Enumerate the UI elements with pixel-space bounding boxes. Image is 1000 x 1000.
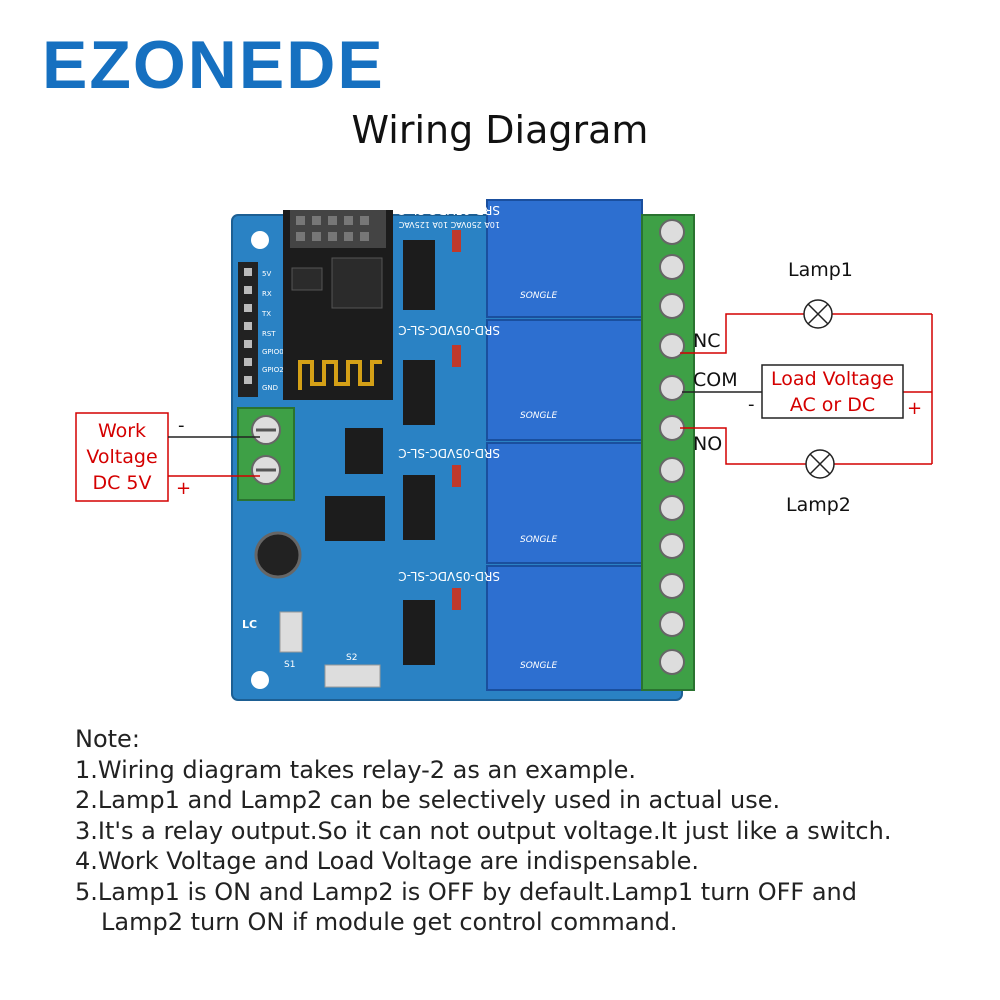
note-item: 4.Work Voltage and Load Voltage are indi… [75, 847, 700, 875]
load-voltage-label: Load Voltage AC or DC [762, 366, 903, 418]
output-screws [659, 219, 685, 675]
jumper [345, 428, 383, 474]
flash-chip [291, 267, 323, 291]
lamp1-label: Lamp1 [788, 259, 853, 281]
terminal-com-label: COM [693, 369, 738, 391]
silk-lc: LC [242, 618, 257, 631]
relay-1 [486, 199, 643, 318]
note-item: 1.Wiring diagram takes relay-2 as an exa… [75, 755, 636, 784]
load-voltage-box [761, 364, 904, 419]
relays [486, 199, 643, 691]
pin-label: GPIO0 [262, 348, 284, 356]
relay-4 [486, 565, 643, 691]
lamp2-icon [805, 449, 835, 479]
relay-model: SRD-05VDC-SL-C [398, 203, 500, 217]
pcb-antenna [298, 360, 382, 390]
header-pins [244, 268, 252, 384]
relay-rating: 10A 250VAC 10A 125VAC [398, 220, 500, 229]
load-voltage-line: AC or DC [789, 394, 876, 416]
load-minus-sign: - [748, 394, 755, 415]
note-item: 5.Lamp1 is ON and Lamp2 is OFF by defaul… [75, 877, 857, 906]
pin-label: RX [262, 290, 272, 298]
diodes [452, 230, 461, 610]
brand-logo: EZONEDE [42, 28, 385, 102]
load-voltage-line: Load Voltage [771, 368, 894, 390]
relay-brand: SONGLE [520, 291, 558, 301]
terminal-nc-label: NC [693, 330, 721, 352]
work-voltage-line: Work [97, 420, 147, 442]
work-minus-sign: - [178, 415, 185, 436]
relay-brand: SONGLE [520, 535, 558, 545]
notes-heading: Note: [75, 725, 140, 753]
note-item-continuation: Lamp2 turn ON if module get control comm… [101, 908, 678, 936]
relay-brand: SONGLE [520, 661, 558, 671]
esp-chip [331, 257, 383, 309]
work-plus-sign: + [176, 478, 191, 499]
pin-label: RST [262, 330, 276, 338]
pin-label: GPIO2 [262, 366, 284, 374]
button-s1 [279, 611, 303, 653]
note-item: 2.Lamp1 and Lamp2 can be selectively use… [75, 786, 781, 814]
wiring-diagram: 5V RX TX RST GPIO0 GPIO2 GND S1 S2 LC [75, 199, 933, 701]
work-voltage-line: Voltage [86, 446, 158, 468]
relay-model: SRD-05VDC-SL-C [398, 569, 500, 583]
notes-section: Note: 1.Wiring diagram takes relay-2 as … [75, 724, 975, 938]
relay-model: SRD-05VDC-SL-C [398, 446, 500, 460]
relay-2 [486, 319, 643, 441]
capacitor [254, 531, 302, 579]
work-voltage-label: Work Voltage DC 5V [76, 418, 168, 496]
lamp2-label: Lamp2 [786, 494, 851, 516]
silk-s1: S1 [284, 660, 295, 670]
load-plus-sign: + [907, 398, 922, 419]
button-s2 [324, 664, 381, 688]
relay-3 [486, 442, 643, 564]
optocouplers [403, 240, 435, 665]
lamp1-icon [803, 299, 833, 329]
page-title: Wiring Diagram [351, 108, 649, 152]
silk-s2: S2 [346, 653, 357, 663]
work-voltage-line: DC 5V [92, 472, 152, 494]
pin-label: 5V [262, 270, 271, 278]
brand-name: EZONEDE [42, 28, 385, 102]
mount-hole [251, 671, 269, 689]
ic-chip [325, 496, 385, 541]
mount-hole [251, 231, 269, 249]
note-item: 3.It's a relay output.So it can not outp… [75, 816, 892, 845]
relay-brand: SONGLE [520, 411, 558, 421]
pin-label: GND [262, 384, 278, 392]
terminal-no-label: NO [693, 433, 723, 455]
work-voltage-box [75, 412, 169, 502]
esp01-header [290, 210, 386, 248]
pin-label: TX [261, 310, 271, 318]
relay-model: SRD-05VDC-SL-C [398, 323, 500, 337]
